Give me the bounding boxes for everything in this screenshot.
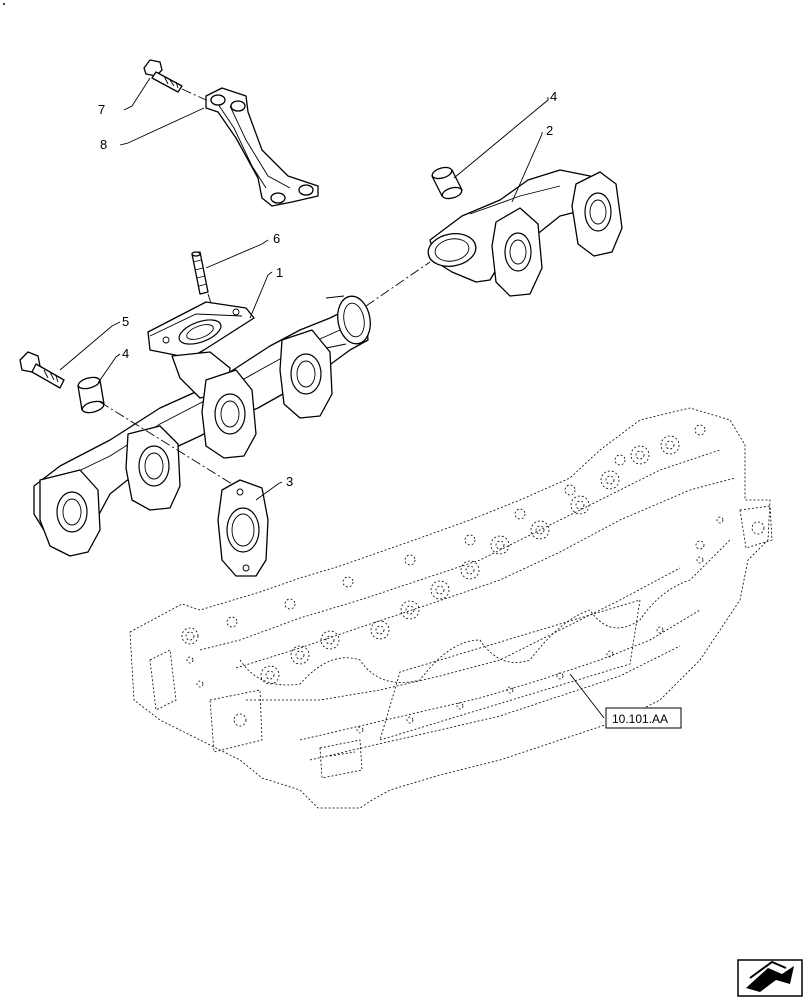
callout-6: 6 <box>273 231 280 246</box>
part-3-gasket <box>217 479 269 577</box>
part-5-bolt <box>19 351 65 389</box>
part-4-spacer-lower <box>77 376 105 414</box>
assembly-axes <box>99 261 431 485</box>
callout-5: 5 <box>122 314 129 329</box>
part-4-spacer-upper <box>431 166 463 200</box>
next-page-arrow-icon[interactable] <box>737 959 803 997</box>
callout-3: 3 <box>286 474 293 489</box>
reference-label[interactable]: 10.101.AA <box>605 707 682 729</box>
part-1-exhaust-manifold <box>33 295 371 557</box>
callout-2: 2 <box>546 123 553 138</box>
part-7-bolt <box>143 59 207 101</box>
callout-1: 1 <box>276 265 283 280</box>
cylinder-head <box>129 407 773 809</box>
part-2-exhaust-manifold-rear <box>427 169 623 297</box>
callout-8: 8 <box>100 137 107 152</box>
callout-4-lower: 4 <box>122 346 129 361</box>
callout-numbers: 7 8 4 2 6 1 5 4 3 <box>98 89 557 489</box>
part-6-stud <box>191 251 209 295</box>
callout-4-upper: 4 <box>550 89 557 104</box>
callout-7: 7 <box>98 102 105 117</box>
reference-label-text[interactable]: 10.101.AA <box>612 712 668 726</box>
callout-leaders <box>59 77 549 501</box>
corner-dot <box>3 3 5 5</box>
part-8-bracket <box>205 87 319 207</box>
